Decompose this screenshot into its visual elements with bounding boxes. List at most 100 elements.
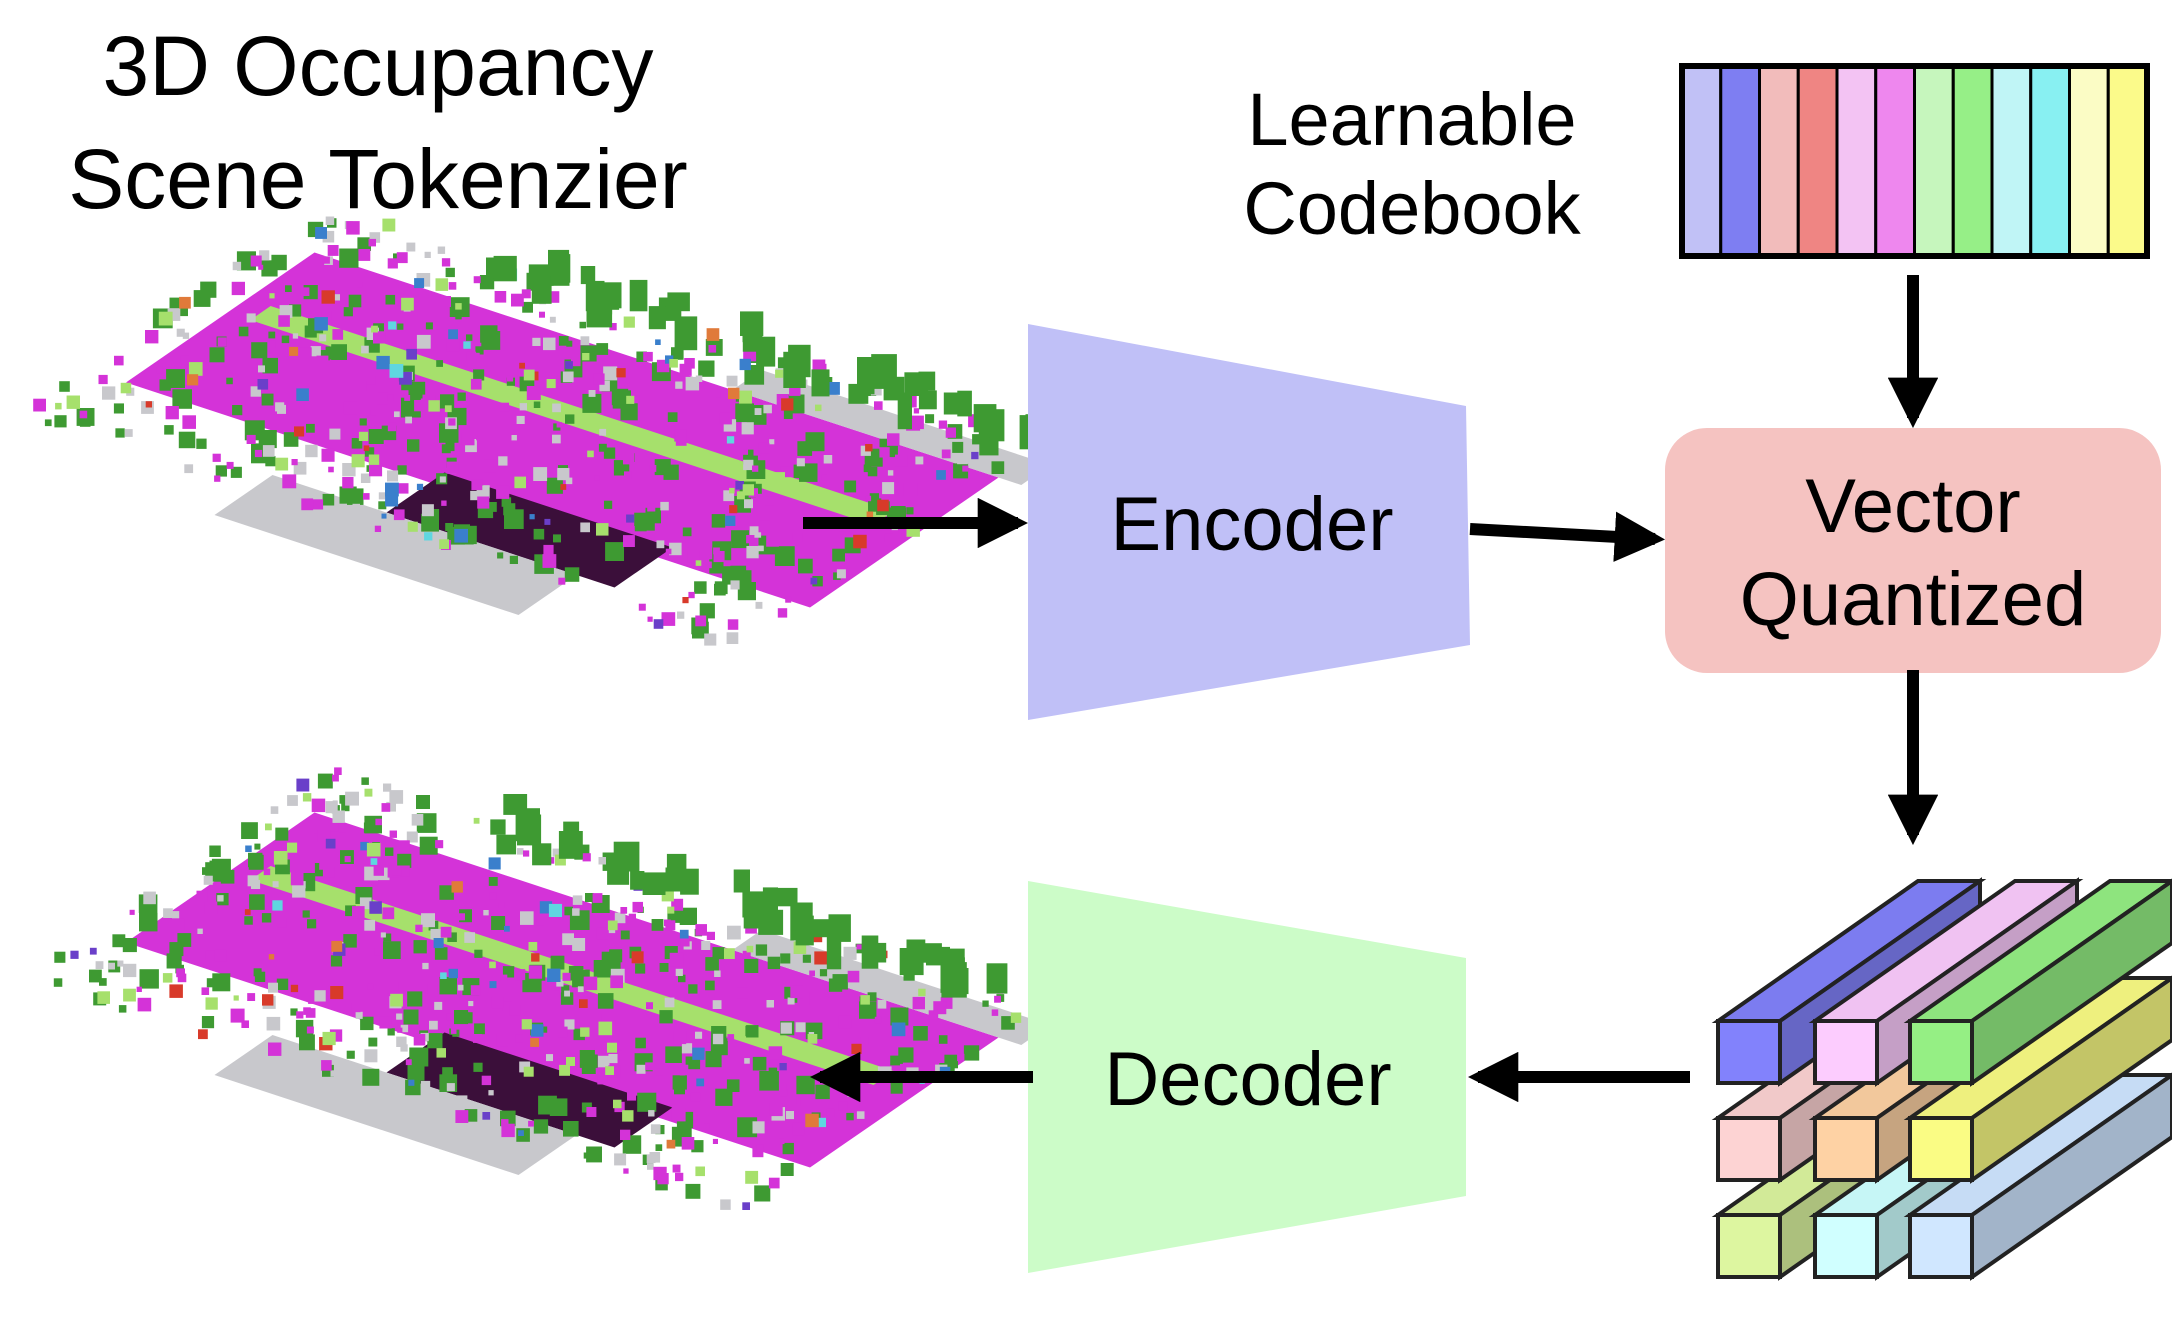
scene-voxel	[682, 597, 689, 604]
scene-voxel	[448, 968, 458, 979]
scene-voxel	[550, 955, 565, 970]
scene-voxel	[123, 988, 136, 1002]
scene-voxel	[913, 1026, 928, 1041]
scene-voxel	[378, 492, 386, 500]
scene-voxel	[647, 503, 656, 512]
scene-tree	[828, 914, 851, 942]
scene-voxel	[269, 293, 275, 299]
scene-voxel	[439, 976, 457, 995]
scene-voxel	[118, 1005, 127, 1013]
scene-voxel	[268, 954, 275, 960]
scene-voxel	[376, 355, 390, 370]
scene-voxel	[586, 1107, 597, 1117]
scene-voxel	[677, 611, 685, 619]
scene-voxel	[486, 502, 497, 512]
scene-voxel	[814, 951, 828, 965]
scene-voxel	[779, 1063, 787, 1071]
scene-voxel	[382, 907, 395, 920]
scene-voxel	[226, 377, 233, 385]
scene-voxel	[631, 395, 640, 404]
scene-voxel	[517, 848, 524, 855]
scene-voxel	[446, 1083, 455, 1092]
scene-voxel	[661, 612, 676, 626]
scene-voxel	[385, 294, 396, 305]
token-cuboid	[1903, 1072, 2172, 1281]
scene-voxel	[282, 474, 297, 489]
scene-voxel	[877, 499, 889, 512]
scene-voxel	[918, 988, 926, 997]
scene-voxel	[635, 1037, 646, 1049]
scene-voxel	[821, 474, 828, 481]
scene-voxel	[448, 418, 456, 426]
scene-voxel	[627, 1091, 637, 1101]
scene-voxel	[539, 311, 545, 318]
scene-voxel	[296, 778, 310, 792]
scene-voxel	[667, 906, 675, 914]
scene-voxel	[742, 449, 748, 455]
scene-voxel	[172, 389, 192, 409]
scene-voxel	[746, 535, 755, 544]
scene-voxel	[459, 1026, 471, 1038]
scene-voxel	[430, 928, 441, 940]
scene-voxel	[325, 838, 336, 849]
scene-voxel	[663, 464, 679, 480]
scene-voxel	[847, 970, 860, 983]
scene-voxel	[454, 528, 468, 543]
scene-voxel	[816, 1117, 826, 1128]
scene-voxel	[810, 577, 818, 585]
scene-voxel	[172, 911, 180, 919]
scene-voxel	[290, 984, 299, 993]
scene-voxel	[542, 554, 557, 568]
scene-voxel	[767, 956, 781, 970]
title-line-2: Scene Tokenzier	[68, 132, 688, 226]
scene-voxel	[501, 1123, 515, 1138]
scene-voxel	[563, 1121, 579, 1137]
scene-voxel	[89, 947, 97, 955]
scene-voxel	[424, 532, 433, 541]
scene-voxel	[129, 909, 135, 915]
scene-voxel	[396, 252, 408, 264]
scene-voxel	[294, 426, 305, 437]
scene-voxel	[620, 907, 628, 914]
scene-voxel	[906, 507, 914, 515]
scene-voxel	[863, 464, 872, 473]
scene-voxel	[265, 823, 272, 831]
scene-voxel	[660, 501, 669, 511]
scene-voxel	[163, 908, 173, 918]
scene-voxel	[266, 1016, 281, 1031]
scene-voxel	[685, 1056, 694, 1065]
scene-voxel	[795, 1022, 806, 1033]
scene-voxel	[258, 365, 265, 373]
scene-voxel	[346, 1050, 355, 1059]
scene-voxel	[579, 321, 586, 329]
scene-voxel	[564, 990, 570, 997]
scene-voxel	[258, 264, 264, 270]
scene-voxel	[607, 920, 618, 931]
scene-voxel	[518, 1130, 524, 1136]
scene-voxel	[678, 974, 686, 983]
scene-voxel	[361, 345, 369, 354]
scene-voxel	[54, 951, 66, 963]
scene-voxel	[361, 777, 369, 785]
scene-voxel	[860, 995, 870, 1005]
scene-voxel	[205, 997, 218, 1010]
codebook-entry	[1719, 64, 1761, 258]
scene-voxel	[433, 938, 444, 949]
scene-voxel	[528, 942, 538, 951]
scene-voxel	[270, 806, 279, 814]
scene-voxel	[373, 865, 384, 876]
scene-voxel	[519, 362, 525, 369]
scene-voxel	[564, 567, 580, 582]
scene-voxel	[275, 827, 289, 841]
scene-voxel	[812, 576, 823, 587]
scene-tree	[680, 868, 699, 895]
scene-voxel	[187, 374, 199, 386]
scene-voxel	[714, 581, 728, 595]
scene-voxel	[369, 463, 383, 477]
scene-voxel	[496, 485, 510, 499]
scene-voxel	[164, 425, 174, 435]
scene-voxel	[209, 347, 225, 363]
scene-voxel	[387, 1028, 395, 1036]
scene-voxel	[120, 382, 132, 394]
scene-voxel	[343, 307, 353, 317]
